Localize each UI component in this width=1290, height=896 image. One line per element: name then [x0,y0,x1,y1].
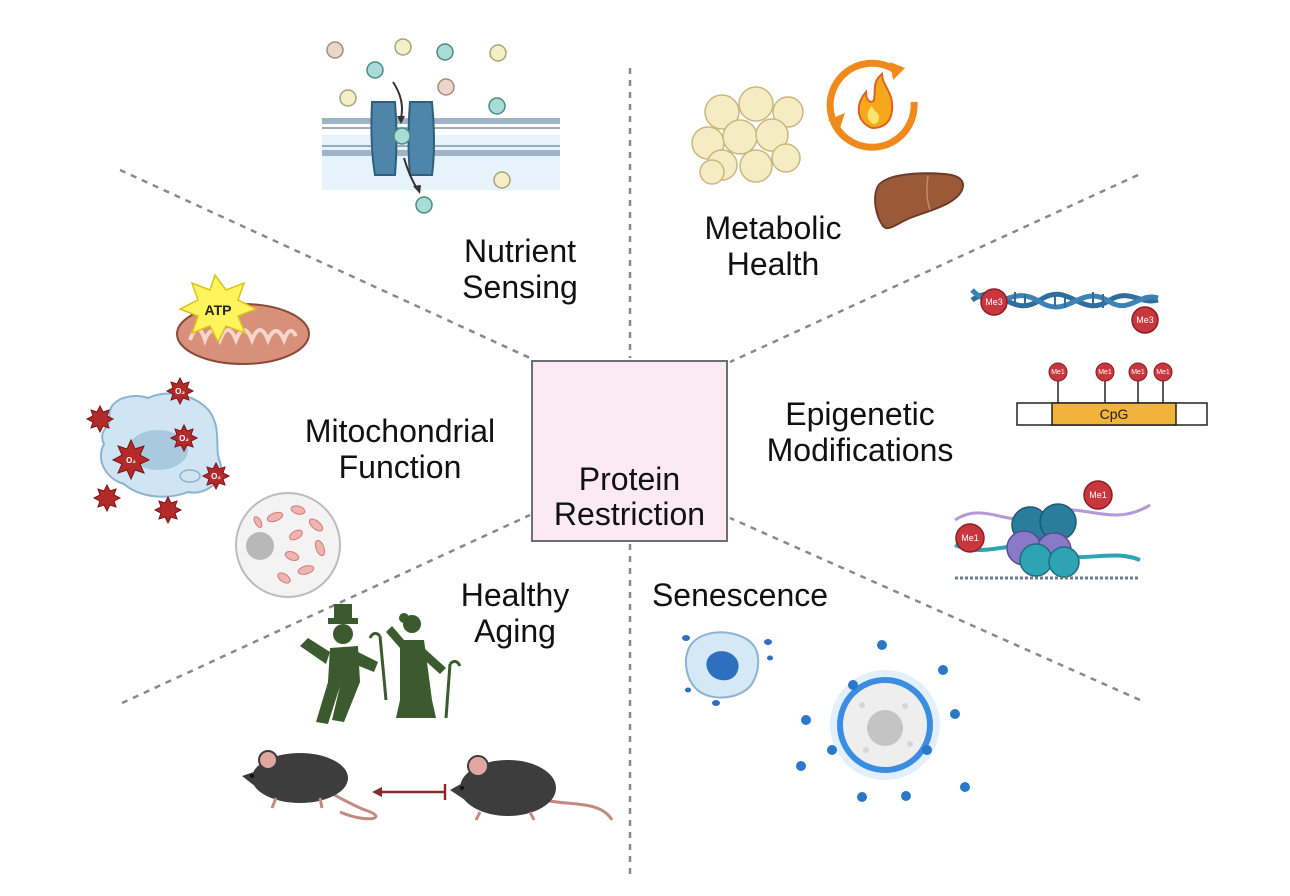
dancing-elderly-icon [300,604,462,724]
divider-lines [119,68,1141,880]
label-nutrient-sensing: Nutrient Sensing [440,233,600,305]
me1-label: Me1 [1051,369,1065,376]
ros-label: O₂ [175,387,185,396]
me1-label: Me1 [961,533,979,543]
cell-mitochondria-icon [235,492,341,598]
sasp-dots-icon [796,640,970,802]
center-box: Protein Restriction [531,360,728,542]
center-title-line2: Restriction [553,496,706,532]
label-line: Senescence [651,577,829,613]
me1-label: Me1 [1089,490,1107,500]
divider-upper-right [729,173,1139,364]
divider-lower-right [729,516,1141,702]
label-line: Function [338,449,462,485]
mouse-old-icon [450,755,614,821]
cpg-label: CpG [1100,406,1129,422]
label-epigenetic-modifications: Epigenetic Modifications [750,396,970,468]
label-line: Nutrient [463,233,577,269]
label-line: Aging [474,613,556,649]
label-line: Health [726,246,820,282]
label-line: Modifications [766,432,954,468]
ros-label: O₂ [179,434,189,443]
cell-small-icon [682,631,773,706]
inhibition-arrow-icon [372,784,447,800]
center-title: Protein Restriction [533,462,726,532]
label-metabolic-health: Metabolic Health [688,210,858,282]
label-line: Metabolic [704,210,842,246]
membrane-channel-icon [322,38,560,214]
atp-burst-icon: ATP [178,273,258,344]
center-title-line1: Protein [578,461,681,497]
oxidative-stress-cell-icon [99,392,223,498]
label-line: Sensing [462,269,578,305]
divider-upper-left [119,168,531,360]
liver-icon [874,172,964,230]
label-mitochondrial-function: Mitochondrial Function [285,413,515,485]
me3-label: Me3 [985,297,1003,307]
nucleosome-icon [954,480,1151,580]
senescent-cell-icon [830,670,940,780]
me3-label: Me3 [1136,315,1154,325]
methyl-mark-icon [980,288,1159,334]
ros-star-icon [85,376,231,525]
ros-label: O₂ [126,456,136,465]
label-line: Healthy [460,577,570,613]
thermogenesis-fire-icon [826,59,918,151]
cpg-island-icon [1016,362,1208,426]
label-line: Mitochondrial [304,413,496,449]
me1-label: Me1 [1156,369,1170,376]
label-senescence: Senescence [635,577,845,613]
divider-lower-left [121,513,531,705]
me1-label: Me1 [1098,369,1112,376]
me1-label: Me1 [1131,369,1145,376]
ros-label: O₂ [211,472,221,481]
adipocyte-cluster-icon [691,86,804,185]
label-healthy-aging: Healthy Aging [445,577,585,649]
mouse-young-icon [242,750,378,821]
atp-label: ATP [205,302,232,318]
label-line: Epigenetic [785,396,935,432]
